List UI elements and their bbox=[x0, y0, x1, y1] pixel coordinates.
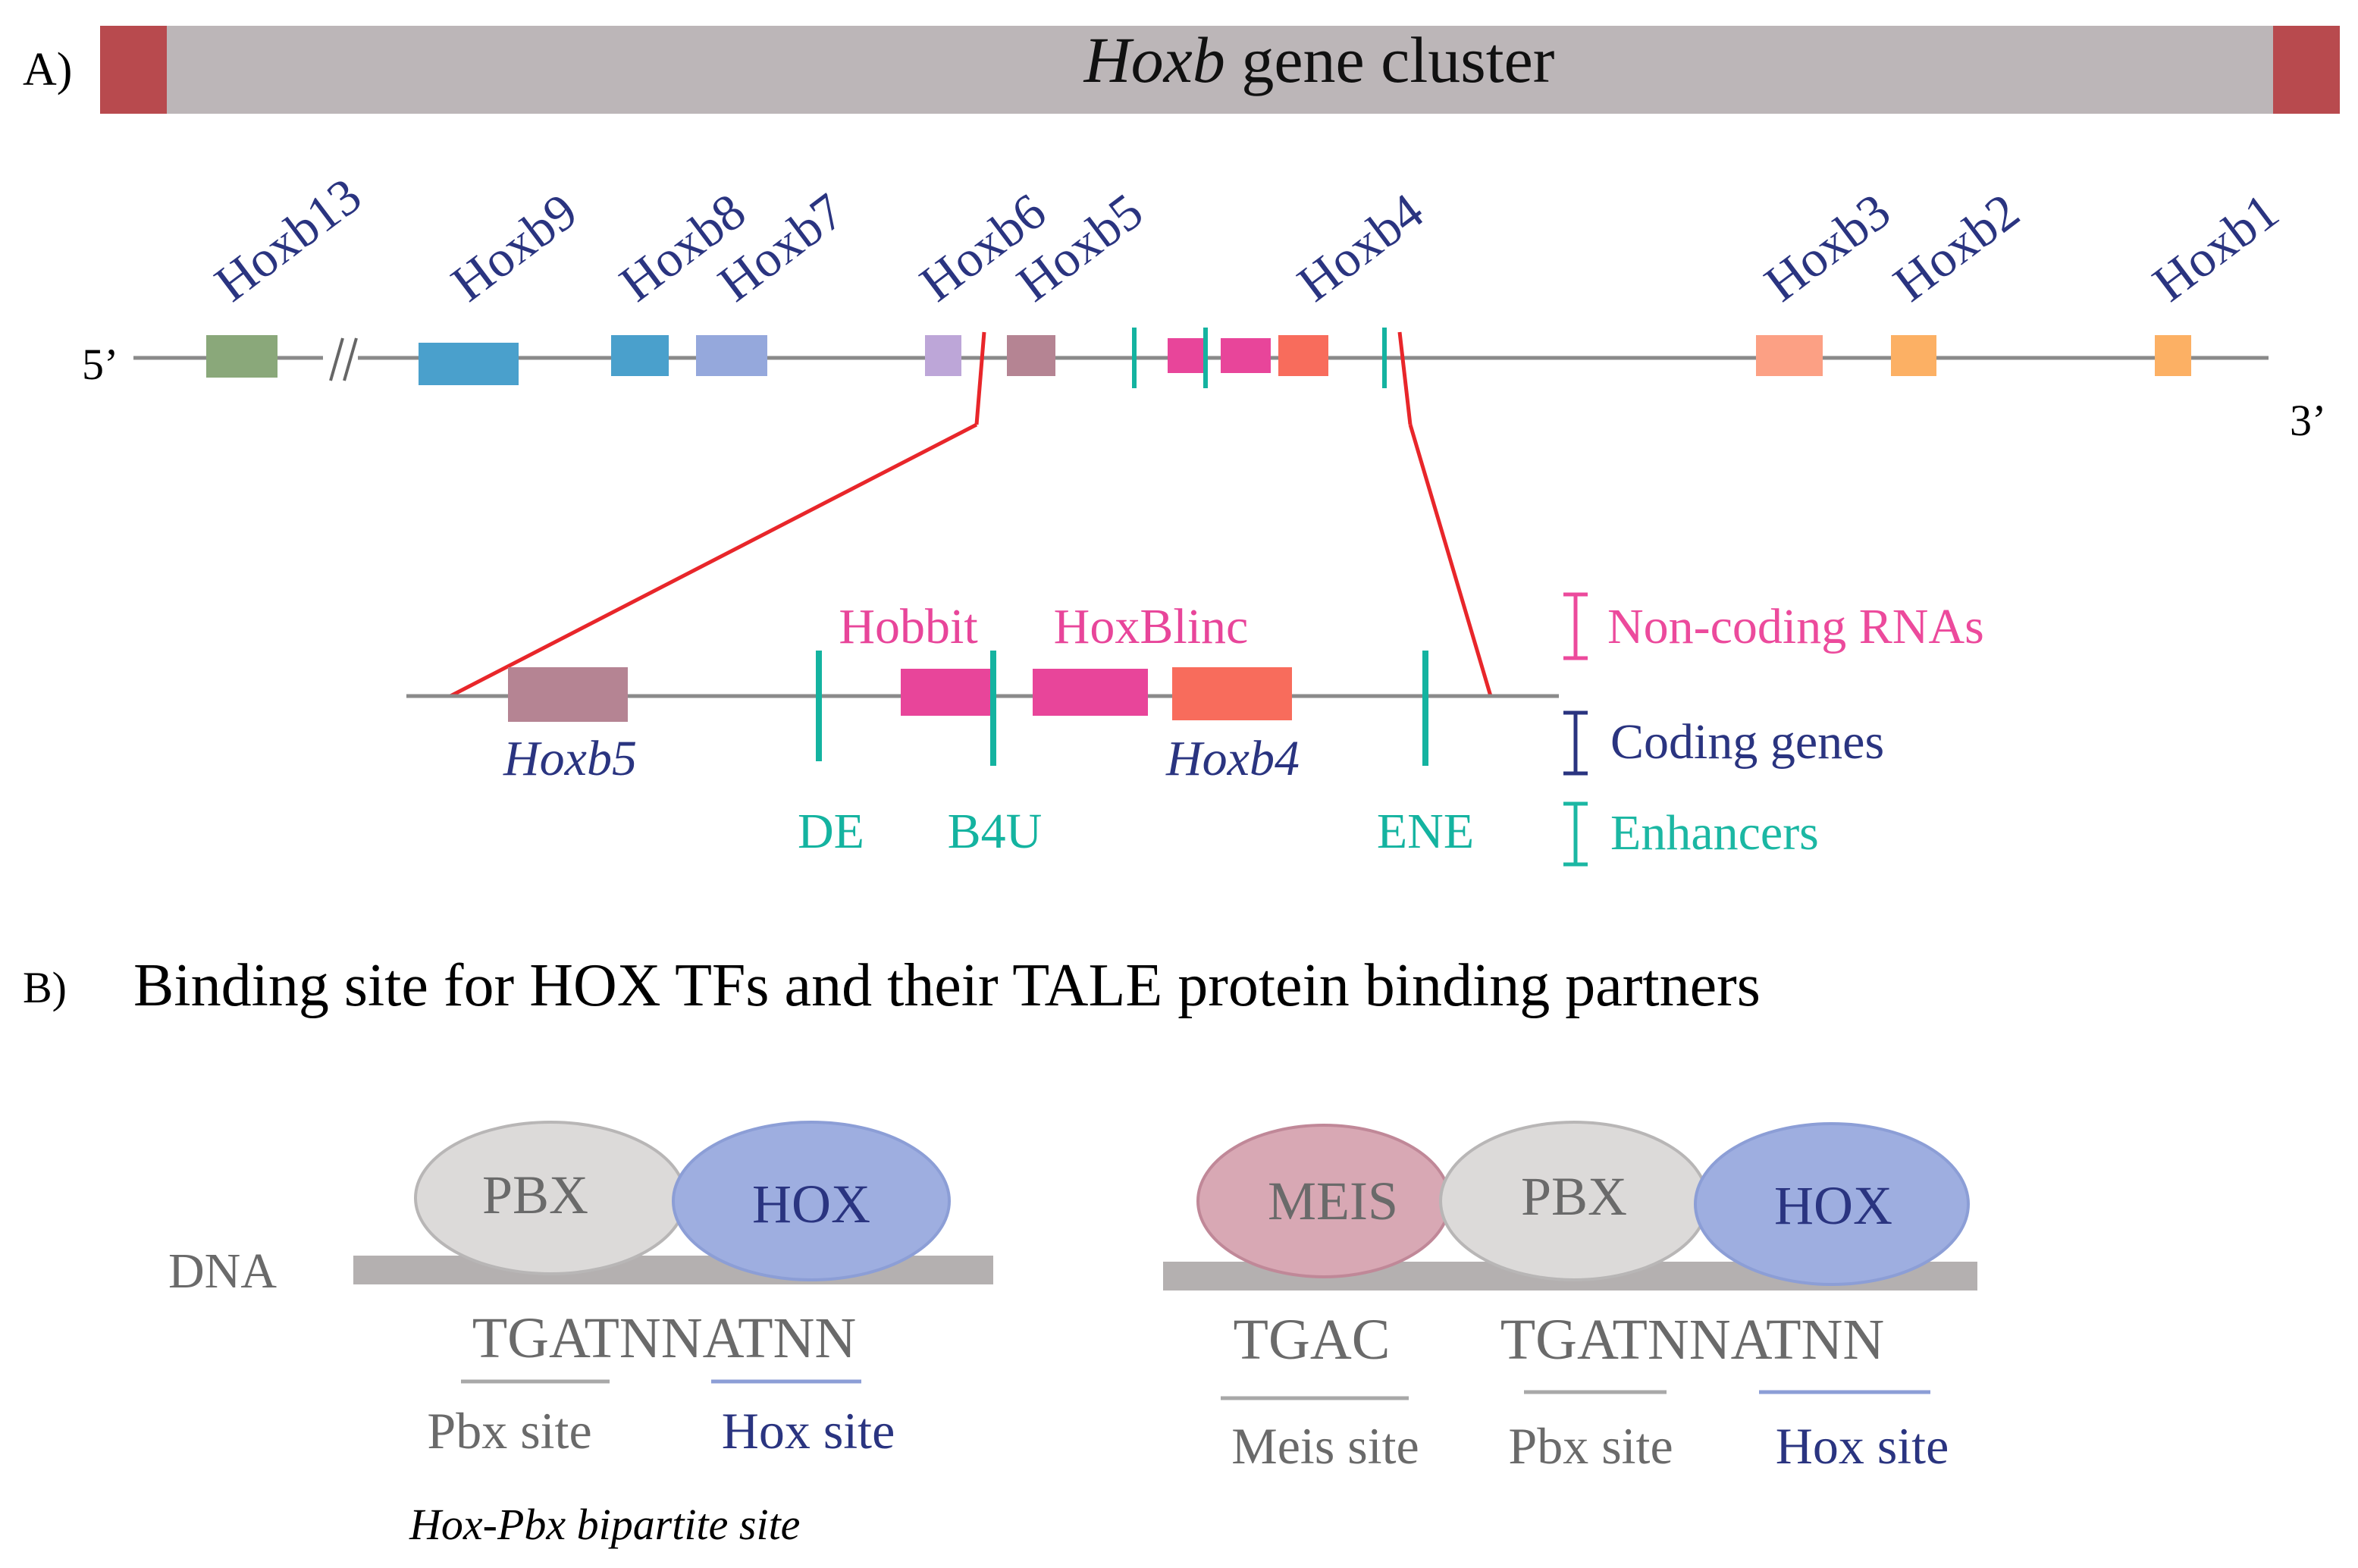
hoxb6-box bbox=[925, 335, 961, 376]
hoxb9-box bbox=[419, 343, 519, 385]
zoom-line-left bbox=[449, 422, 978, 698]
b4u-label: B4U bbox=[948, 804, 1043, 859]
right-sequence-meis: TGAC bbox=[1234, 1308, 1391, 1372]
break-mark-2 bbox=[343, 337, 358, 381]
zoom-hoxb4-box bbox=[1172, 667, 1292, 720]
zoom-line-right-top bbox=[1397, 331, 1413, 425]
zoom-hoxb5-label: Hoxb5 bbox=[503, 731, 637, 786]
hoxb2-box bbox=[1891, 335, 1936, 376]
break-mark-1 bbox=[329, 337, 344, 381]
genomic-locus: 5’ 3’ Hoxb13 Hoxb9 Hoxb8 Hoxb7 Hoxb6 Hox… bbox=[82, 166, 2326, 445]
right-sequence-pbx-hox: TGATNNATNN bbox=[1500, 1308, 1885, 1372]
hoxb2-label: Hoxb2 bbox=[1883, 182, 2030, 312]
hoxb5-box bbox=[1007, 335, 1055, 376]
cluster-bar-right-end bbox=[2273, 26, 2340, 114]
hobbit-box bbox=[1168, 338, 1206, 373]
left-hox-ellipse bbox=[672, 1121, 951, 1281]
cluster-title-rest: gene cluster bbox=[1225, 24, 1555, 96]
zoomed-region: Hobbit HoxBlinc Hoxb5 Hoxb4 DE B4U ENE bbox=[406, 599, 1559, 859]
hoxblinc-label: HoxBlinc bbox=[1054, 599, 1249, 654]
legend-ncrna-label: Non-coding RNAs bbox=[1607, 599, 1984, 654]
right-hox-ellipse bbox=[1694, 1122, 1970, 1286]
zoom-hoxb4-label: Hoxb4 bbox=[1165, 731, 1300, 786]
legend: Non-coding RNAs Coding genes Enhancers bbox=[1563, 592, 1984, 867]
left-pbx-site-label: Pbx site bbox=[427, 1402, 591, 1460]
zoom-hobbit-box bbox=[901, 669, 993, 716]
hobbit-label: Hobbit bbox=[839, 599, 977, 654]
left-sequence: TGATNNATNN bbox=[472, 1306, 857, 1370]
zoom-line-right bbox=[1408, 424, 1493, 697]
panel-a-label: A) bbox=[23, 44, 72, 96]
hoxb7-box bbox=[696, 335, 767, 376]
right-pbx-site-label: Pbx site bbox=[1508, 1417, 1673, 1475]
zoom-hoxblinc-box bbox=[1033, 669, 1148, 716]
cluster-bar: Hoxb gene cluster bbox=[100, 24, 2340, 114]
cluster-title: Hoxb gene cluster bbox=[1083, 24, 1555, 96]
right-meis-label: MEIS bbox=[1268, 1171, 1398, 1231]
ncrna-legend-marker bbox=[1563, 592, 1588, 660]
cluster-title-italic: Hoxb bbox=[1083, 24, 1225, 96]
coding-legend-marker bbox=[1563, 710, 1588, 776]
dna-label: DNA bbox=[168, 1243, 277, 1299]
panel-b-label: B) bbox=[23, 963, 67, 1012]
right-pbx-label: PBX bbox=[1521, 1166, 1627, 1227]
right-hox-site-label: Hox site bbox=[1776, 1417, 1949, 1475]
hoxblinc-box bbox=[1221, 338, 1271, 373]
hoxb13-label: Hoxb13 bbox=[204, 166, 372, 312]
zoom-hoxb5-box bbox=[508, 667, 628, 722]
hoxb9-label: Hoxb9 bbox=[441, 182, 588, 312]
hox-pbx-complex: DNA PBX HOX TGATNNATNN Pbx site Hox site… bbox=[168, 1121, 993, 1549]
left-hox-label: HOX bbox=[752, 1174, 870, 1234]
panel-b-title: Binding site for HOX TFs and their TALE … bbox=[133, 952, 1761, 1019]
hoxb3-label: Hoxb3 bbox=[1754, 182, 1901, 312]
hoxb3-box bbox=[1756, 335, 1823, 376]
cluster-bar-body bbox=[100, 26, 2340, 114]
ene-label: ENE bbox=[1377, 804, 1474, 859]
left-pbx-label: PBX bbox=[482, 1165, 588, 1225]
hoxb4-box bbox=[1278, 335, 1328, 376]
hoxb1-label: Hoxb1 bbox=[2142, 182, 2289, 312]
de-label: DE bbox=[798, 804, 864, 859]
hoxb4-label: Hoxb4 bbox=[1287, 182, 1434, 312]
three-prime-label: 3’ bbox=[2290, 396, 2326, 445]
zoom-line-left-top bbox=[974, 331, 986, 425]
left-hox-site-label: Hox site bbox=[722, 1402, 895, 1460]
hoxb13-box bbox=[206, 335, 278, 378]
enhancer-legend-marker bbox=[1563, 801, 1588, 867]
bipartite-caption: Hox-Pbx bipartite site bbox=[409, 1500, 800, 1549]
legend-coding-label: Coding genes bbox=[1610, 714, 1884, 770]
meis-pbx-hox-complex: MEIS PBX HOX TGAC TGATNNATNN Meis site P… bbox=[1163, 1121, 1977, 1475]
hoxb8-box bbox=[611, 335, 669, 376]
hoxb1-box bbox=[2155, 335, 2191, 376]
right-meis-site-label: Meis site bbox=[1231, 1417, 1419, 1475]
cluster-bar-left-end bbox=[100, 26, 167, 114]
five-prime-label: 5’ bbox=[82, 340, 118, 389]
right-hox-label: HOX bbox=[1774, 1175, 1892, 1236]
legend-enhancer-label: Enhancers bbox=[1610, 805, 1819, 861]
